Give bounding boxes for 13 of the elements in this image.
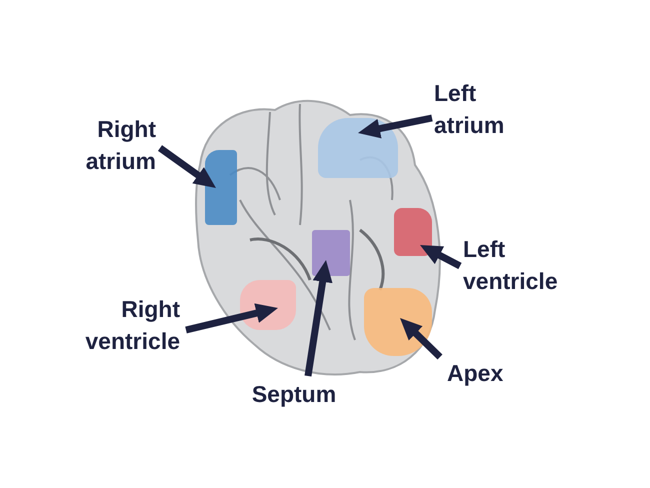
part-label: Apex <box>447 357 527 393</box>
arrow <box>158 145 216 188</box>
arrow <box>358 114 433 138</box>
part-label: Left atrium <box>434 77 544 147</box>
highlighted-region <box>205 150 237 225</box>
part-label: Left ventricle <box>463 233 593 303</box>
highlighted-region <box>312 230 350 276</box>
part-label: Right ventricle <box>80 293 180 363</box>
arrow <box>420 245 462 270</box>
part-label: Right atrium <box>60 113 156 183</box>
part-label: Septum <box>236 378 352 414</box>
highlighted-region <box>394 208 432 256</box>
arrow <box>185 303 278 334</box>
